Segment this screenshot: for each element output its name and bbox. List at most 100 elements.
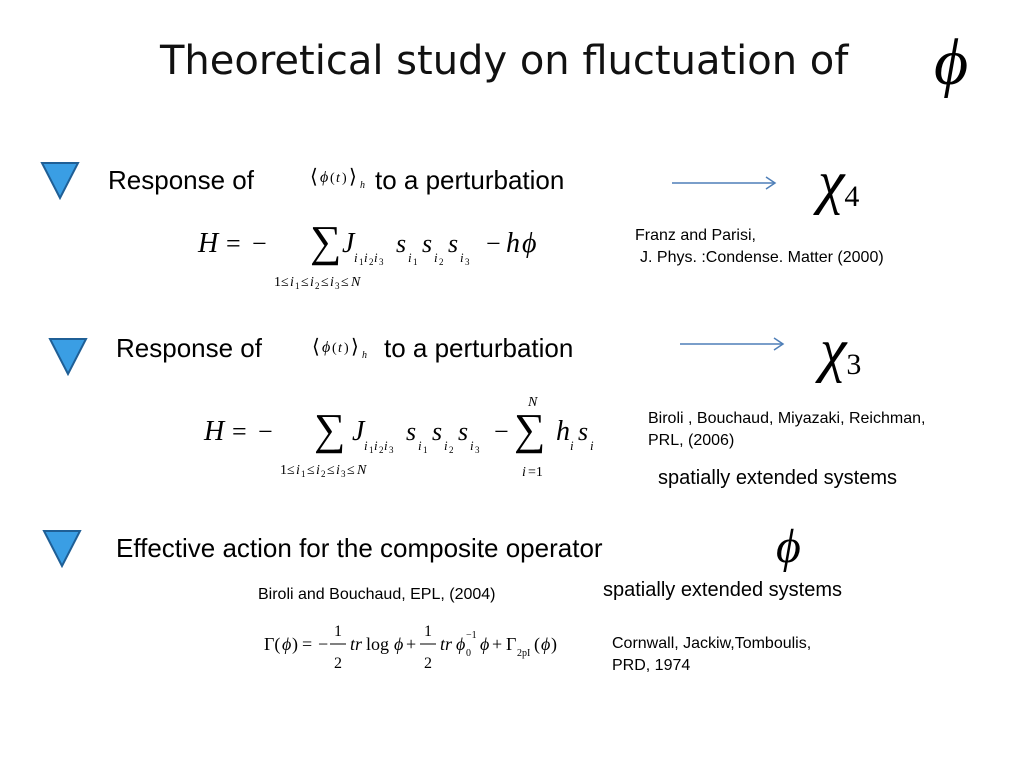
triangle-bullet-icon <box>48 336 88 376</box>
svg-text:H: H <box>203 416 226 447</box>
hamiltonian-formula-2: H = − ∑ J i 1 i 2 i 3 s i 1 s i 2 s i 3 … <box>203 395 594 480</box>
svg-text:ϕ: ϕ <box>322 339 330 356</box>
svg-text:t: t <box>338 341 343 356</box>
svg-text:Γ(: Γ( <box>264 634 280 655</box>
svg-text:−: − <box>486 229 501 258</box>
svg-text:ϕ: ϕ <box>776 520 801 573</box>
svg-text:i: i <box>418 438 422 453</box>
svg-text:i: i <box>330 275 334 290</box>
chi4-symbol: χ4 <box>818 148 859 217</box>
svg-text:ϕ: ϕ <box>480 634 489 654</box>
svg-text:i: i <box>310 275 314 290</box>
section1-label-before: Response of <box>108 165 254 195</box>
svg-text:i: i <box>290 275 294 290</box>
svg-text:⟩: ⟩ <box>351 336 359 358</box>
svg-text:N: N <box>356 463 367 478</box>
svg-text:(: ( <box>332 341 337 356</box>
phi-symbol-title: ϕ <box>934 26 968 99</box>
svg-text:≤: ≤ <box>307 463 315 478</box>
svg-text:=: = <box>302 634 312 654</box>
svg-text:3: 3 <box>465 257 470 267</box>
effective-action-formula: Γ( ϕ ) = − 1 2 tr log ϕ + 1 2 tr ϕ 0 −1 … <box>264 623 557 672</box>
svg-text:ϕ: ϕ <box>934 26 968 99</box>
svg-text:h: h <box>556 416 570 447</box>
svg-text:≤: ≤ <box>301 275 309 290</box>
svg-text:t: t <box>336 171 341 186</box>
svg-text:): ) <box>344 341 349 356</box>
ref-line: Biroli , Bouchaud, Miyazaki, Reichman, <box>648 410 926 427</box>
svg-text:J: J <box>342 228 356 259</box>
svg-text:i: i <box>444 438 448 453</box>
svg-text:2: 2 <box>439 257 444 267</box>
ref-line: Franz and Parisi, <box>635 227 756 244</box>
ref-line: PRL, (2006) <box>648 432 735 449</box>
svg-text:): ) <box>551 634 557 655</box>
svg-text:i: i <box>522 465 526 480</box>
section2-label-after: to a perturbation <box>384 333 574 363</box>
svg-text:=: = <box>226 229 241 258</box>
svg-text:1: 1 <box>334 623 342 640</box>
svg-text:h: h <box>362 350 367 361</box>
section1-label-after: to a perturbation <box>375 165 565 195</box>
reference-cornwall-jackiw: Cornwall, Jackiw,Tomboulis, PRD, 1974 <box>612 633 811 677</box>
arrow-icon <box>680 337 785 351</box>
svg-text:i: i <box>460 250 464 265</box>
svg-text:1≤: 1≤ <box>280 463 295 478</box>
svg-text:s: s <box>578 417 588 446</box>
chi3-symbol: χ3 <box>820 316 861 385</box>
triangle-bullet-icon <box>40 160 80 200</box>
svg-text:1: 1 <box>369 445 374 455</box>
svg-text:i: i <box>364 438 368 453</box>
svg-text:1≤: 1≤ <box>274 275 289 290</box>
chi-subscript: 4 <box>844 180 860 213</box>
reference-biroli-bouchaud-2004: Biroli and Bouchaud, EPL, (2004) <box>258 586 496 603</box>
section3-label: Effective action for the composite opera… <box>116 533 603 563</box>
svg-text:h: h <box>360 180 365 191</box>
svg-text:2: 2 <box>321 469 326 479</box>
svg-text:i: i <box>364 250 368 265</box>
svg-text:≤: ≤ <box>341 275 349 290</box>
svg-text:i: i <box>354 250 358 265</box>
phi-average-h-formula: ⟨ ϕ ( t ) ⟩ h <box>310 166 365 191</box>
svg-text:tr: tr <box>440 634 453 654</box>
svg-text:i: i <box>470 438 474 453</box>
svg-text:∑: ∑ <box>314 405 345 454</box>
svg-text:∑: ∑ <box>310 217 341 266</box>
svg-text:ϕ: ϕ <box>394 634 403 654</box>
svg-text:Γ: Γ <box>506 634 516 654</box>
reference-franz-parisi: Franz and Parisi, J. Phys. :Condense. Ma… <box>635 225 884 269</box>
hamiltonian-formula-1: H = − ∑ J i 1 i 2 i 3 s i 1 s i 2 s i 3 … <box>197 217 537 291</box>
svg-text:0: 0 <box>466 648 471 659</box>
svg-text:3: 3 <box>341 469 346 479</box>
svg-text:N: N <box>350 275 361 290</box>
svg-text:2: 2 <box>334 655 342 672</box>
svg-text:ϕ: ϕ <box>320 169 328 186</box>
svg-text:s: s <box>422 229 432 258</box>
ref-line: J. Phys. :Condense. Matter (2000) <box>640 249 884 266</box>
svg-text:i: i <box>570 438 574 453</box>
svg-text:i: i <box>408 250 412 265</box>
svg-text:s: s <box>396 229 406 258</box>
svg-text:3: 3 <box>335 281 340 291</box>
svg-text:=1: =1 <box>528 465 543 480</box>
svg-text:∑: ∑ <box>514 405 545 454</box>
spatially-extended-note-1: spatially extended systems <box>658 467 898 489</box>
chi-glyph: χ <box>818 149 845 215</box>
phi-symbol-operator: ϕ <box>776 520 801 573</box>
svg-text:s: s <box>458 417 468 446</box>
svg-text:⟨: ⟨ <box>310 166 318 188</box>
svg-text:J: J <box>352 416 366 447</box>
svg-text:i: i <box>336 463 340 478</box>
svg-text:3: 3 <box>389 445 394 455</box>
triangle-bullet-icon <box>42 528 82 568</box>
svg-text:⟩: ⟩ <box>349 166 357 188</box>
svg-text:≤: ≤ <box>321 275 329 290</box>
reference-biroli-2006: Biroli , Bouchaud, Miyazaki, Reichman, P… <box>648 408 925 452</box>
spatially-extended-note-2: spatially extended systems <box>603 579 843 601</box>
svg-text:i: i <box>374 250 378 265</box>
svg-text:ϕ: ϕ <box>282 634 291 654</box>
svg-text:≤: ≤ <box>347 463 355 478</box>
svg-text:2: 2 <box>315 281 320 291</box>
svg-text:i: i <box>316 463 320 478</box>
svg-text:log: log <box>366 634 389 654</box>
